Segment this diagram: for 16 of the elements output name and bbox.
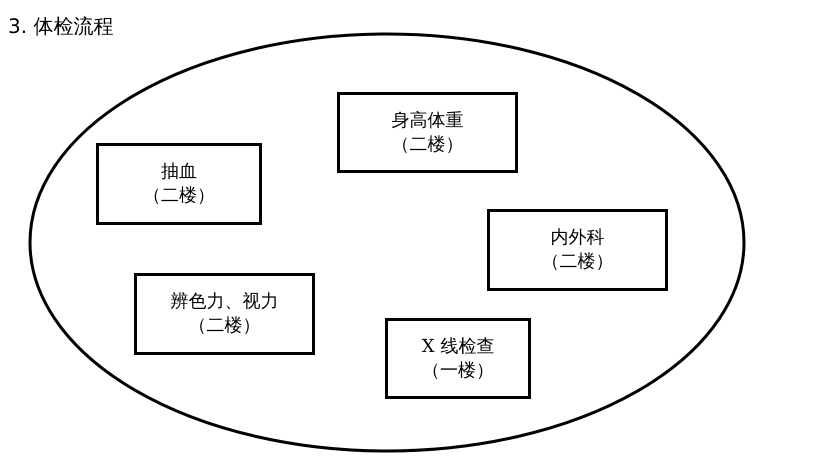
location-box: [487, 209, 668, 291]
location-box: [96, 143, 262, 225]
floor-label: （一楼）: [422, 362, 494, 380]
exam-name: 内外科: [550, 229, 604, 247]
floor-label: （二楼）: [143, 187, 215, 205]
location-box: [337, 92, 518, 173]
floor-label: （二楼）: [542, 253, 614, 271]
floor-label: （二楼）: [188, 317, 260, 335]
location-box: [134, 273, 315, 355]
exam-name: 辨色力、视力: [170, 293, 278, 311]
exam-name: X 线检查: [422, 338, 494, 356]
floor-label: （二楼）: [392, 136, 464, 154]
location-box: [385, 318, 531, 399]
title: 3. 体检流程: [8, 14, 114, 39]
exam-name: 抽血: [161, 163, 197, 181]
exam-name: 身高体重: [392, 112, 464, 130]
